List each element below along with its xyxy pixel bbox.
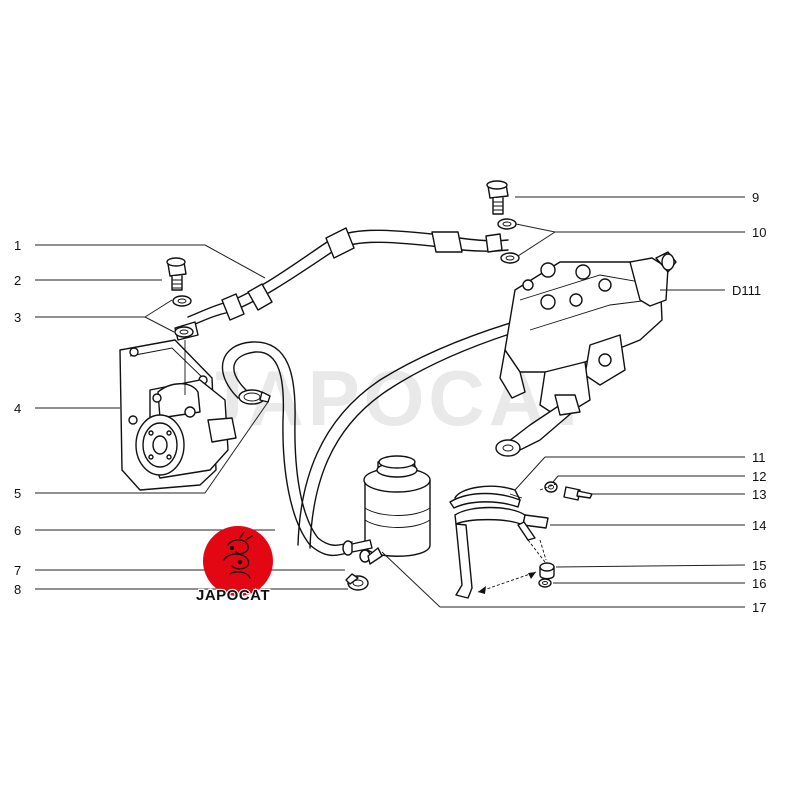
washer-bracket	[538, 578, 552, 588]
callout-2: 2	[14, 273, 21, 288]
callout-4: 4	[14, 401, 21, 416]
washers-pump	[172, 295, 194, 338]
power-steering-pump	[119, 321, 237, 491]
callout-10: 10	[752, 225, 766, 240]
hose-clamp-reservoir	[345, 573, 369, 591]
assembly-arrows	[477, 483, 557, 594]
return-hose	[221, 318, 526, 563]
callout-9: 9	[752, 190, 759, 205]
callout-7: 7	[14, 563, 21, 578]
leader-lines	[35, 196, 746, 608]
bushing-bracket	[539, 562, 555, 580]
steering-gear-box	[495, 251, 677, 457]
callout-8: 8	[14, 582, 21, 597]
logo-circle	[203, 526, 273, 596]
washers-gear	[497, 218, 520, 264]
callout-16: 16	[752, 576, 766, 591]
logo-emblem-icon	[223, 531, 253, 579]
callout-11: 11	[752, 450, 766, 465]
callout-13: 13	[752, 487, 766, 502]
callouts-left: 1 2 3 4 5 6 7 8	[14, 238, 21, 597]
callouts-right: 9 10 D111 11 12 13 14 15 16 17	[732, 190, 766, 615]
callout-14: 14	[752, 518, 766, 533]
brand-logo: JAPOCAT	[195, 526, 273, 605]
banjo-bolt-gear	[486, 180, 509, 215]
logo-text: JAPOCAT	[196, 587, 270, 604]
bolt-bracket	[563, 486, 593, 501]
callout-3: 3	[14, 310, 21, 325]
callout-5: 5	[14, 486, 21, 501]
pressure-hose	[187, 227, 509, 328]
fluid-reservoir	[351, 455, 431, 565]
banjo-bolt-pump	[166, 257, 187, 291]
callout-17: 17	[752, 600, 766, 615]
callout-6: 6	[14, 523, 21, 538]
callout-15: 15	[752, 558, 766, 573]
hose-clamp-pump	[238, 389, 271, 405]
reservoir-bracket	[449, 485, 549, 599]
callout-1: 1	[14, 238, 21, 253]
callout-d111: D111	[732, 283, 761, 298]
callout-12: 12	[752, 469, 766, 484]
